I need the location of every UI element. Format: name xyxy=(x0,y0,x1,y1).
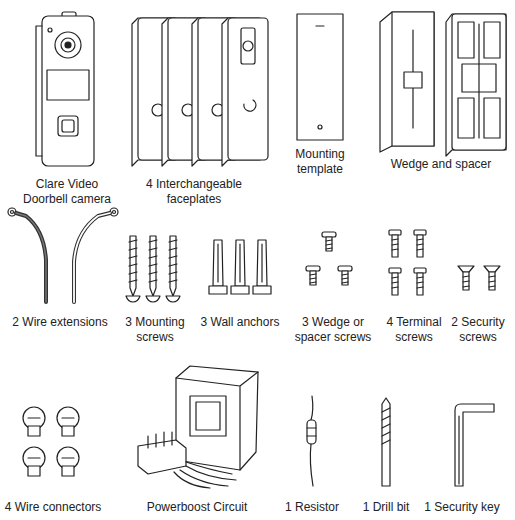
part-caption: Mounting template xyxy=(289,147,351,177)
resistor-symbol xyxy=(307,396,316,486)
part-caption: 1 Security key xyxy=(424,500,499,515)
part-caption: 2 Wire extensions xyxy=(12,315,107,330)
part-caption: 1 Drill bit xyxy=(363,500,410,515)
part-caption: 4 Terminal screws xyxy=(381,315,447,345)
template-drawing xyxy=(297,14,343,140)
part-caption: 3 Wall anchors xyxy=(201,315,280,330)
part-caption: 1 Resistor xyxy=(285,500,339,515)
part-caption: 4 Wire connectors xyxy=(5,500,102,515)
security-screws-drawing xyxy=(458,266,500,290)
part-caption: Wedge and spacer xyxy=(391,157,492,172)
security-key-drawing xyxy=(455,404,494,486)
wire-connectors-drawing xyxy=(23,407,79,476)
drill-bit-drawing xyxy=(382,398,390,486)
part-caption: Clare Video Doorbell camera xyxy=(19,177,115,207)
mounting-screws-drawing xyxy=(126,236,180,302)
terminal-screws-drawing xyxy=(389,230,426,295)
part-caption: 3 Mounting screws xyxy=(119,315,191,345)
powerboost-drawing xyxy=(138,366,258,488)
part-caption: 2 Security screws xyxy=(447,315,509,345)
camera-drawing xyxy=(36,12,94,166)
wall-anchors-drawing xyxy=(209,240,271,294)
part-caption: 3 Wedge or spacer screws xyxy=(292,315,374,345)
part-caption: Powerboost Circuit xyxy=(147,500,248,515)
part-caption: 4 Interchangeable faceplates xyxy=(138,177,250,207)
wedge-spacer-drawing xyxy=(380,12,506,156)
wedge-screws-drawing xyxy=(306,232,352,285)
faceplates-drawing xyxy=(132,18,268,166)
wire-extensions-drawing xyxy=(8,208,118,302)
